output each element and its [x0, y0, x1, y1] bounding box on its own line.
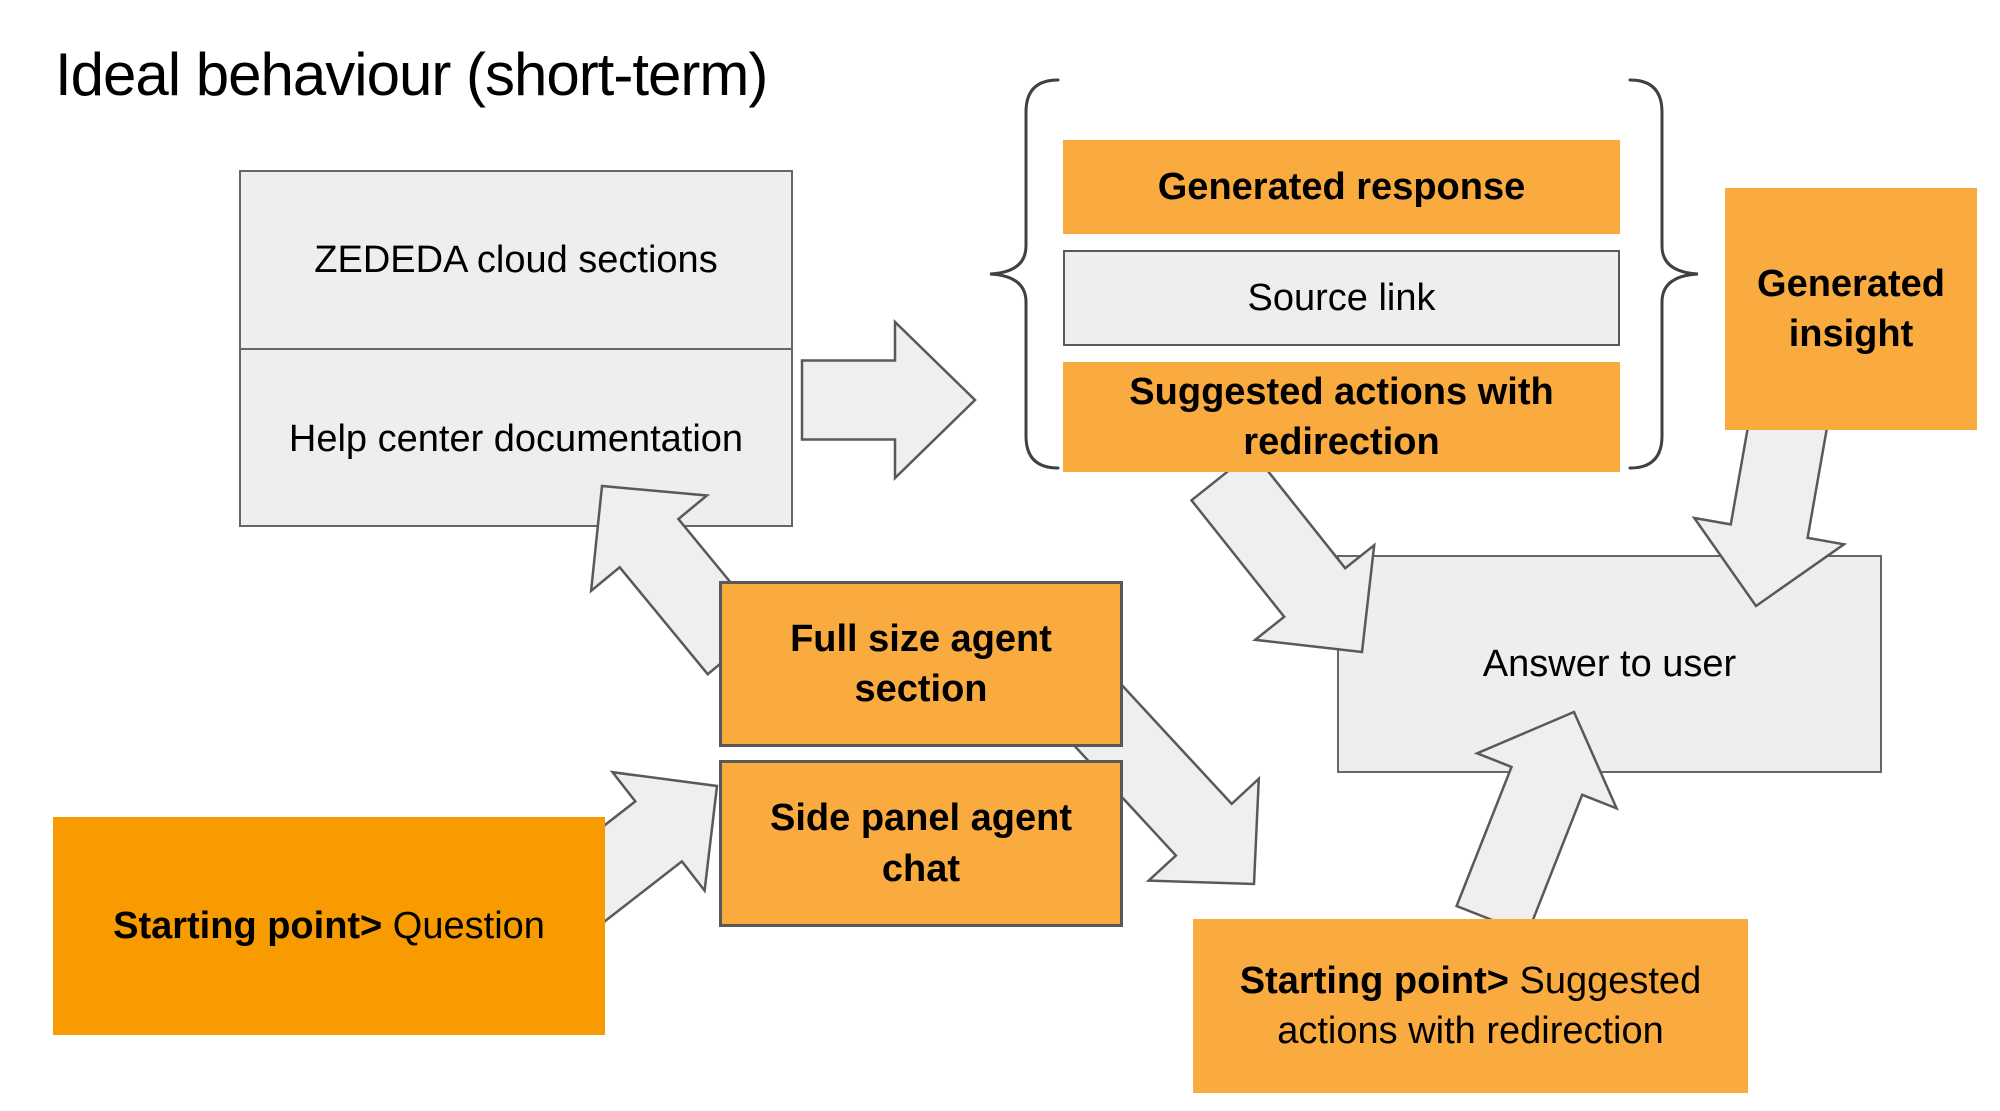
generated-insight-label: Generated insight [1757, 262, 1945, 355]
zededa-cloud-sections-label: ZEDEDA cloud sections [314, 238, 718, 281]
arrow-suggested-start-to-answer [1454, 710, 1619, 936]
arrow-docs-to-response [800, 319, 977, 481]
zededa-cloud-sections-cell: ZEDEDA cloud sections [241, 172, 791, 350]
zededa-sources-box: ZEDEDA cloud sections Help center docume… [239, 170, 793, 527]
starting-point-question-text: Question [382, 904, 545, 947]
starting-point-question-label: Starting point> Question [113, 901, 545, 951]
starting-point-suggested-text: Suggested actions with redirection [1277, 959, 1702, 1052]
starting-point-suggested-box: Starting point> Suggested actions with r… [1193, 919, 1748, 1093]
generated-response-label: Generated response [1157, 165, 1526, 208]
help-center-documentation-cell: Help center documentation [241, 350, 791, 529]
starting-point-question-box: Starting point> Question [53, 817, 605, 1035]
starting-point-prefix: Starting point> [113, 904, 383, 947]
full-size-agent-section-label: Full size agent section [790, 617, 1052, 710]
answer-to-user-box: Answer to user [1337, 555, 1882, 773]
full-size-agent-section-box: Full size agent section [719, 581, 1123, 747]
side-panel-agent-chat-label: Side panel agent chat [770, 797, 1072, 890]
left-curly-brace [989, 78, 1060, 470]
right-curly-brace [1628, 78, 1699, 470]
generated-insight-box: Generated insight [1725, 188, 1977, 430]
starting-point-suggested-prefix: Starting point> [1239, 959, 1509, 1002]
page-title: Ideal behaviour (short-term) [55, 41, 768, 108]
source-link-label: Source link [1247, 276, 1436, 319]
generated-response-box: Generated response [1063, 140, 1620, 234]
help-center-documentation-label: Help center documentation [288, 418, 744, 461]
arrow-suggested-to-answer [1189, 449, 1376, 654]
side-panel-agent-chat-box: Side panel agent chat [719, 760, 1123, 927]
starting-point-suggested-label: Starting point> Suggested actions with r… [1211, 956, 1730, 1056]
answer-to-user-label: Answer to user [1482, 642, 1737, 685]
suggested-actions-box: Suggested actions with redirection [1063, 362, 1620, 472]
suggested-actions-label: Suggested actions with redirection [1129, 370, 1554, 463]
source-link-box: Source link [1063, 250, 1620, 346]
